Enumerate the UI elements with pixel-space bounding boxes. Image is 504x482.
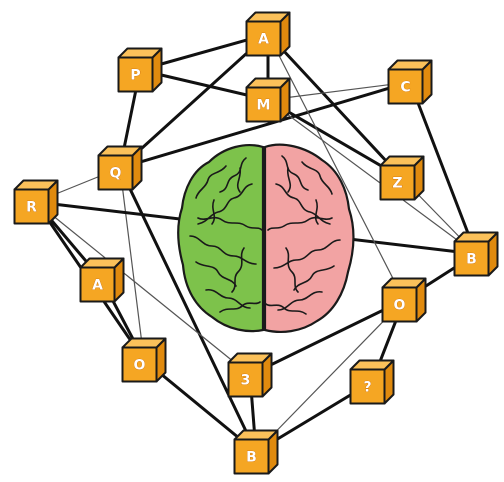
cube-top-face <box>389 61 432 70</box>
cube-label: A <box>258 32 269 48</box>
cube-node-b2: B <box>235 431 278 474</box>
cube-label: A <box>92 278 103 294</box>
cube-top-face <box>235 431 278 440</box>
cube-label: O <box>134 358 146 374</box>
brain-right-hemisphere <box>265 145 353 332</box>
cube-node-a1: A <box>247 13 290 56</box>
cube-top-face <box>455 233 498 242</box>
cube-top-face <box>381 157 424 166</box>
cube-top-face <box>247 13 290 22</box>
cube-node-z: Z <box>381 157 424 200</box>
cube-node-qm: ? <box>351 361 394 404</box>
cube-top-face <box>229 354 272 363</box>
cube-node-p: P <box>119 49 162 92</box>
cube-label: ? <box>363 380 371 396</box>
brain-icon <box>178 145 353 332</box>
cube-top-face <box>81 259 124 268</box>
cube-node-n3: 3 <box>229 354 272 397</box>
cube-node-b1: B <box>455 233 498 276</box>
cube-top-face <box>15 181 58 190</box>
cube-node-o2: O <box>383 279 426 322</box>
cube-label: B <box>246 450 257 466</box>
cube-node-c: C <box>389 61 432 104</box>
cube-label: O <box>394 298 406 314</box>
cube-label: M <box>257 98 271 114</box>
cube-label: C <box>400 80 410 96</box>
cube-top-face <box>383 279 426 288</box>
cube-label: R <box>26 200 37 216</box>
cube-label: 3 <box>241 373 251 389</box>
cube-top-face <box>351 361 394 370</box>
cube-node-a2: A <box>81 259 124 302</box>
cube-top-face <box>247 79 290 88</box>
cube-label: Z <box>392 176 402 192</box>
cube-node-m: M <box>247 79 290 122</box>
cube-node-q: Q <box>99 147 142 190</box>
cube-label: Q <box>110 166 122 182</box>
cube-top-face <box>99 147 142 156</box>
cube-label: B <box>466 252 477 268</box>
cube-top-face <box>119 49 162 58</box>
cube-top-face <box>123 339 166 348</box>
cube-node-r: R <box>15 181 58 224</box>
cube-label: P <box>130 68 140 84</box>
cube-node-o1: O <box>123 339 166 382</box>
